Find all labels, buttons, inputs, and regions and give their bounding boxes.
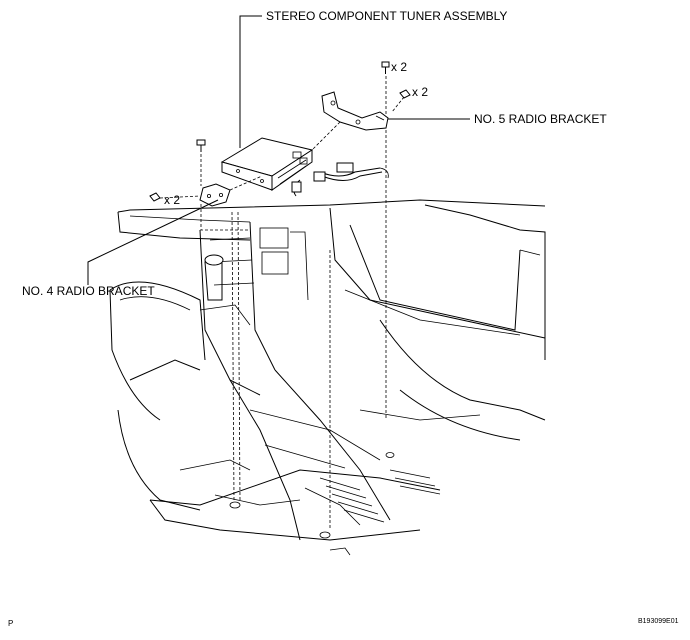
screw-left	[149, 192, 161, 202]
vehicle-interior	[109, 199, 546, 556]
fasteners	[149, 61, 411, 202]
tuner-label: STEREO COMPONENT TUNER ASSEMBLY	[266, 9, 508, 23]
bolt-left	[196, 139, 206, 152]
no4-radio-bracket	[199, 183, 231, 207]
screw-right-quantity: x 2	[412, 85, 429, 99]
no5-bracket-label: NO. 5 RADIO BRACKET	[474, 112, 607, 126]
screw-left-quantity: x 2	[164, 193, 181, 207]
stereo-tuner-assembly	[220, 137, 314, 191]
no5-radio-bracket	[321, 91, 389, 131]
wiring-harness	[291, 162, 389, 197]
alignment-lines	[159, 76, 405, 530]
corner-mark: P	[8, 619, 14, 628]
bolt-top-quantity: x 2	[391, 60, 408, 74]
no4-bracket-label: NO. 4 RADIO BRACKET	[22, 284, 155, 298]
screw-right	[399, 89, 411, 99]
bolt-top	[381, 61, 390, 74]
figure-code: B193099E01	[638, 618, 679, 625]
leader-lines	[87, 15, 470, 285]
